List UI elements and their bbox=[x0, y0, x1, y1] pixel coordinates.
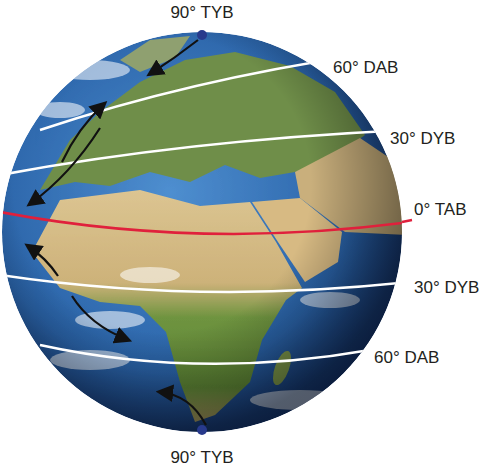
latitude-label: 60° DAB bbox=[374, 349, 439, 368]
latitude-line bbox=[40, 345, 370, 364]
equator-line bbox=[0, 212, 410, 234]
latitude-label: 90° TYB bbox=[170, 449, 233, 468]
globe-shading bbox=[2, 32, 402, 432]
pole-dot bbox=[197, 425, 207, 435]
latitude-label: 90° TYB bbox=[170, 4, 233, 23]
latitude-label: 30° DYB bbox=[390, 130, 455, 149]
latitude-line bbox=[40, 55, 360, 130]
ocean bbox=[2, 32, 402, 432]
latitude-label: 60° DAB bbox=[333, 59, 398, 78]
wind-arrows bbox=[28, 40, 206, 425]
pole-dot bbox=[197, 30, 207, 40]
equator-line bbox=[402, 220, 412, 222]
latitude-label: 0° TAB bbox=[414, 201, 466, 220]
latitude-line bbox=[0, 130, 410, 175]
latitude-label: 30° DYB bbox=[414, 279, 479, 298]
latitude-line bbox=[0, 275, 410, 292]
